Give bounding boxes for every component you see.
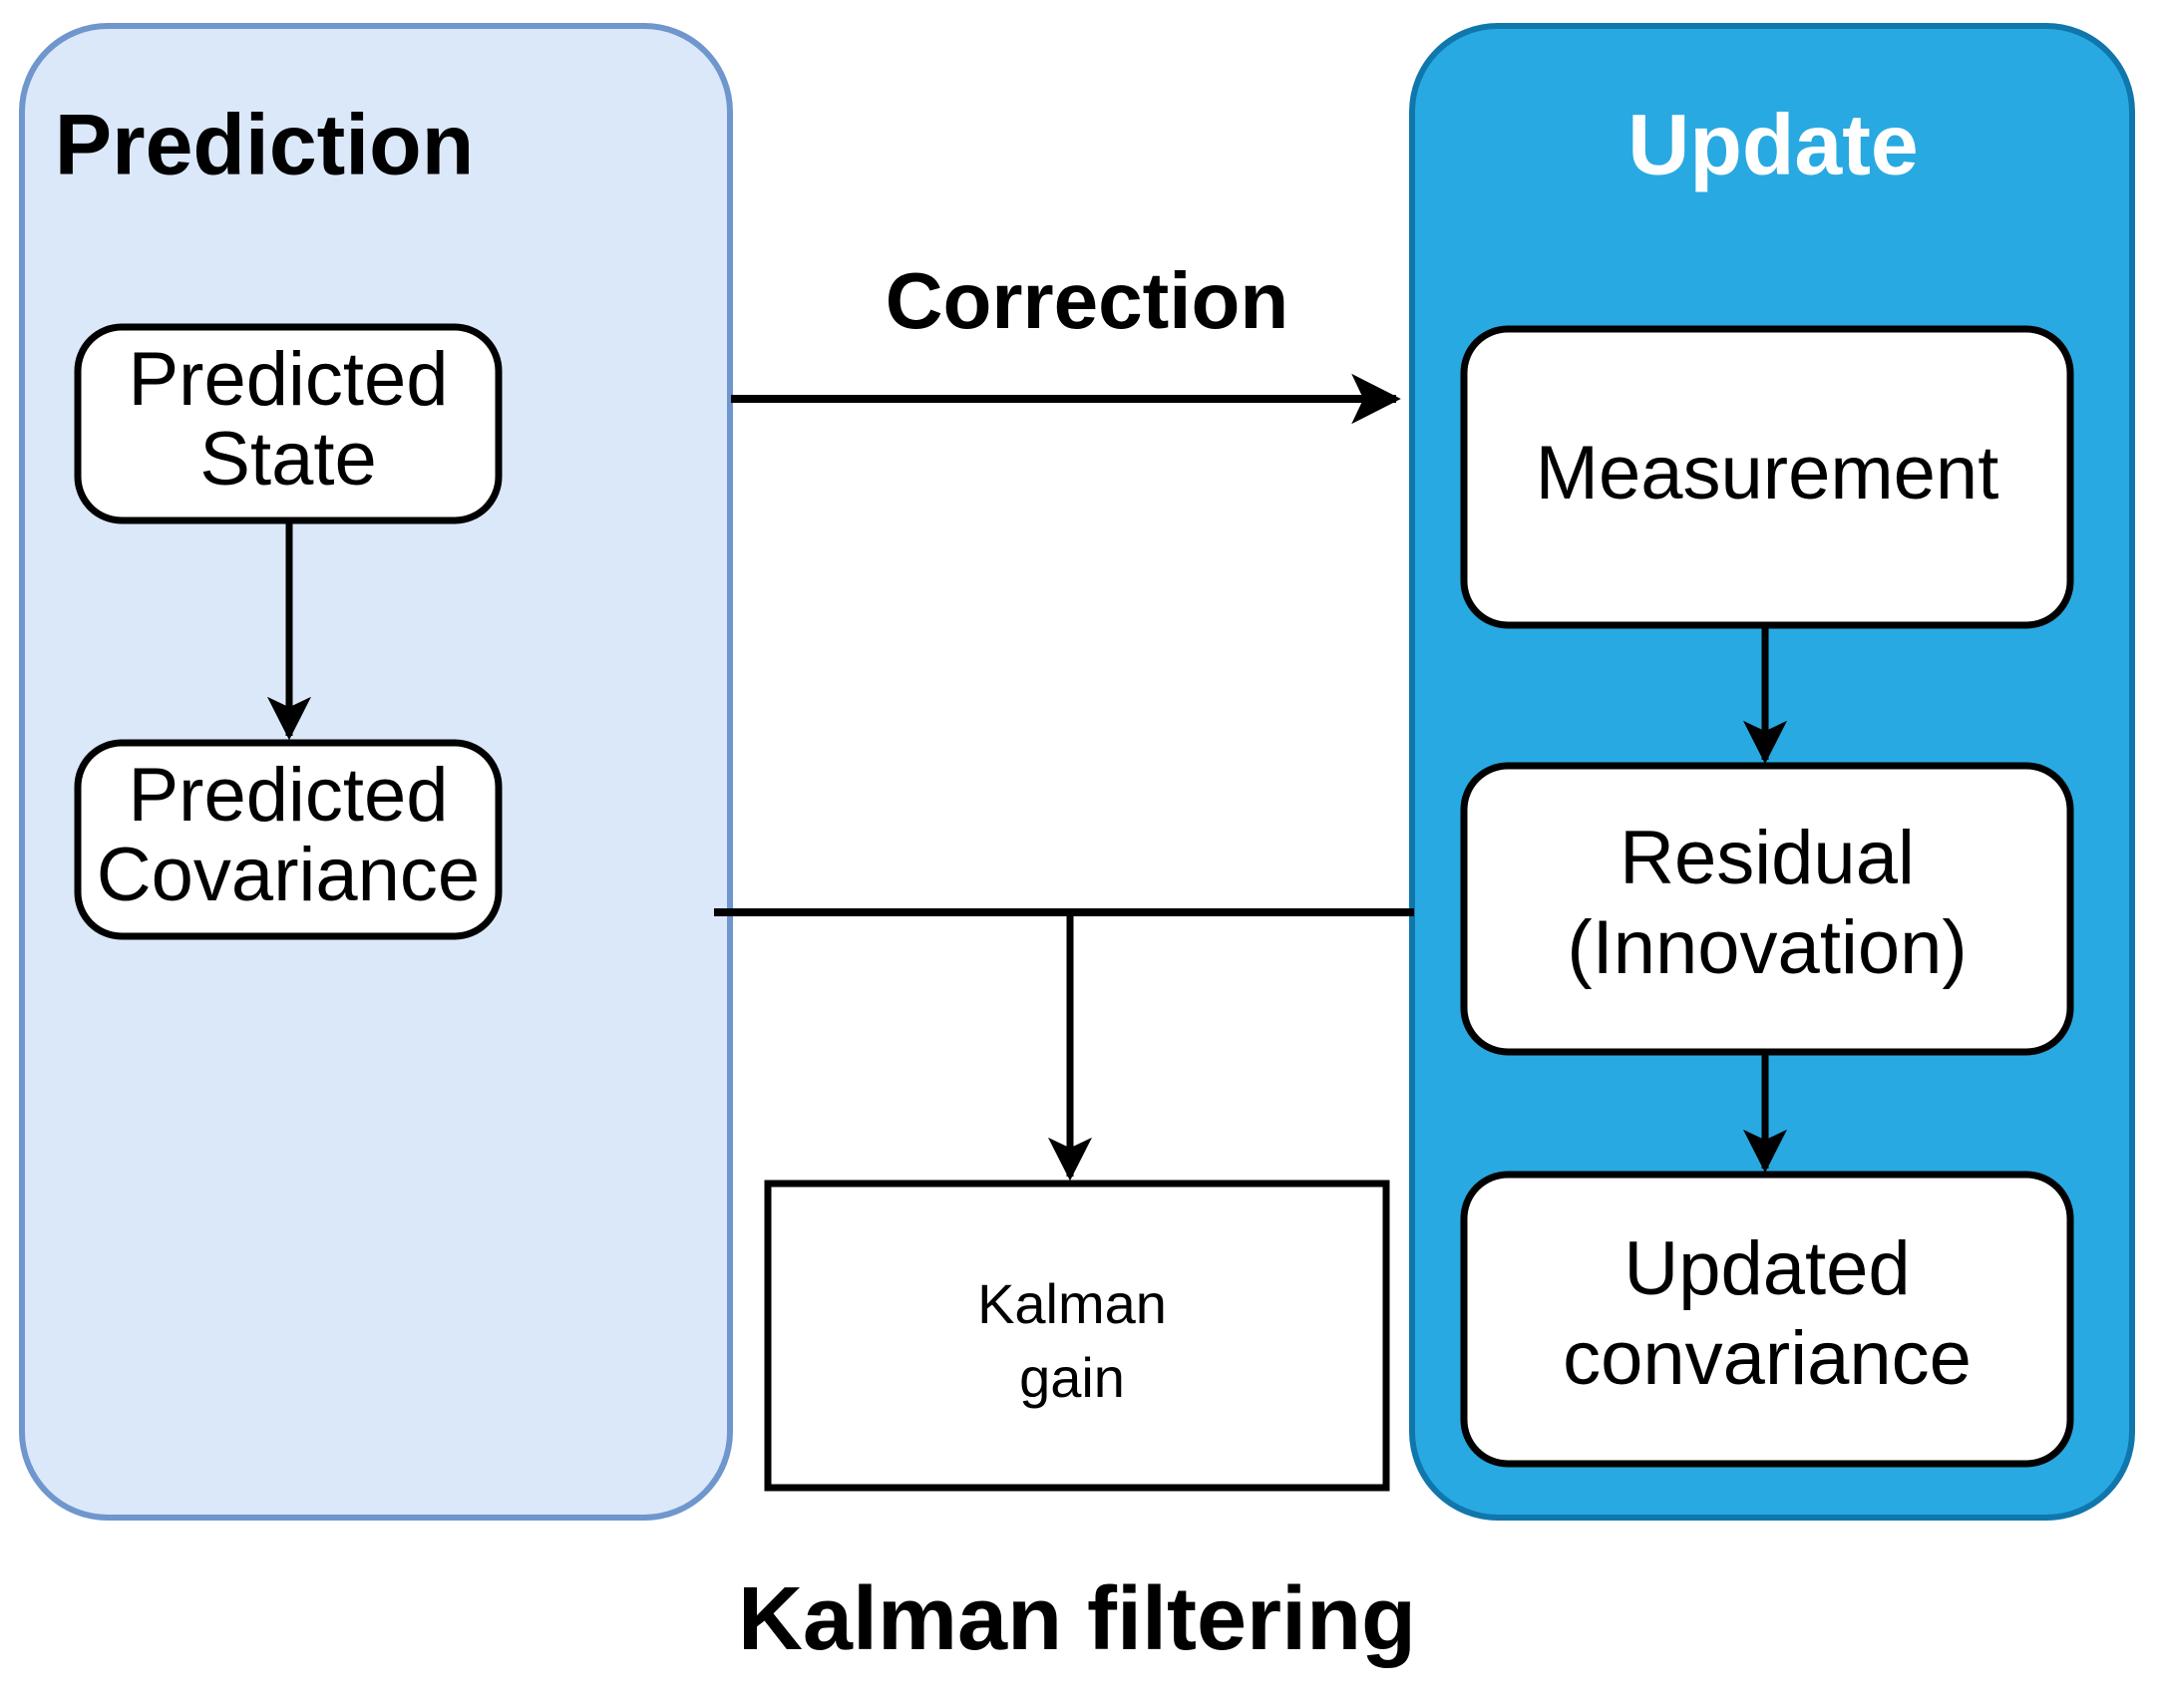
node-predicted-state-shape bbox=[74, 323, 503, 524]
edge-prediction-to-update: Correction bbox=[731, 256, 1401, 425]
panel-update-title: Update bbox=[1627, 98, 1918, 193]
node-measurement-line-1: Measurement bbox=[1536, 431, 1999, 515]
panel-prediction: Prediction Predicted State Predicted Cov… bbox=[19, 23, 733, 1521]
node-measurement: Measurement bbox=[1460, 325, 2074, 629]
node-measurement-shape bbox=[1460, 325, 2074, 629]
node-residual-line-1: Residual bbox=[1620, 816, 1915, 900]
node-updated-covariance-line-1: Updated bbox=[1623, 1226, 1910, 1311]
panel-update: Update Measurement Residual (Innovation)… bbox=[1409, 23, 2135, 1521]
node-residual-line-2: (Innovation) bbox=[1567, 905, 1967, 990]
node-predicted-covariance-shape bbox=[74, 739, 503, 940]
node-residual: Residual (Innovation) bbox=[1460, 762, 2074, 1056]
node-residual-shape bbox=[1460, 762, 2074, 1056]
node-predicted-state-line-2: State bbox=[199, 417, 376, 502]
diagram-caption: Kalman filtering bbox=[738, 1569, 1416, 1669]
node-predicted-covariance-line-1: Predicted bbox=[128, 753, 448, 838]
node-kalman-gain: Kalman gain bbox=[764, 1180, 1390, 1492]
panel-prediction-title: Prediction bbox=[55, 98, 475, 193]
node-kalman-gain-line-1: Kalman bbox=[977, 1272, 1167, 1335]
node-updated-covariance-shape bbox=[1460, 1171, 2074, 1468]
node-updated-covariance: Updated convariance bbox=[1460, 1171, 2074, 1468]
node-predicted-covariance-line-2: Covariance bbox=[97, 833, 480, 917]
node-predicted-covariance: Predicted Covariance bbox=[74, 739, 503, 940]
node-predicted-state-line-1: Predicted bbox=[128, 337, 448, 422]
node-predicted-state: Predicted State bbox=[74, 323, 503, 524]
node-kalman-gain-line-2: gain bbox=[1019, 1346, 1125, 1409]
edge-correction-label: Correction bbox=[886, 256, 1289, 345]
node-kalman-gain-shape bbox=[764, 1180, 1390, 1492]
node-updated-covariance-line-2: convariance bbox=[1563, 1316, 1972, 1401]
